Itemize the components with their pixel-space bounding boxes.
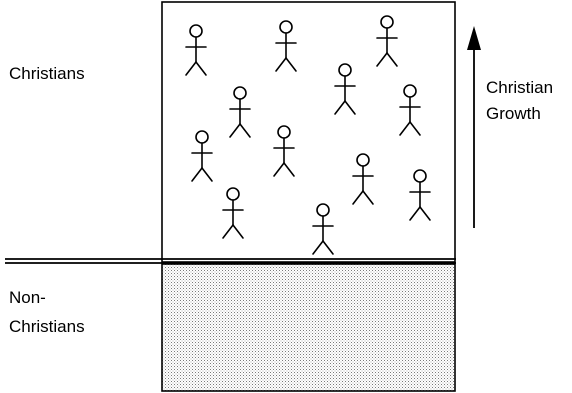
growth-label-line1: Christian [486, 78, 553, 97]
non-christians-label-line1: Non- [9, 288, 46, 307]
stick-figure [409, 169, 431, 221]
stick-figure [399, 84, 421, 136]
stick-figure [185, 24, 207, 76]
stick-figure [275, 20, 297, 72]
stick-figure [273, 125, 295, 177]
non-christians-region [161, 263, 456, 392]
stick-figure [312, 203, 334, 255]
christians-region [161, 1, 456, 263]
stick-figure [376, 15, 398, 67]
stick-figure [222, 187, 244, 239]
stick-figure [191, 130, 213, 182]
stick-figure [352, 153, 374, 205]
growth-label-line2: Growth [486, 104, 541, 123]
stick-figures-group [185, 15, 431, 255]
non-christians-label-line2: Christians [9, 317, 85, 336]
christians-label: Christians [9, 64, 85, 83]
stick-figure [334, 63, 356, 115]
growth-arrow-head [467, 26, 481, 50]
stick-figure [229, 86, 251, 138]
